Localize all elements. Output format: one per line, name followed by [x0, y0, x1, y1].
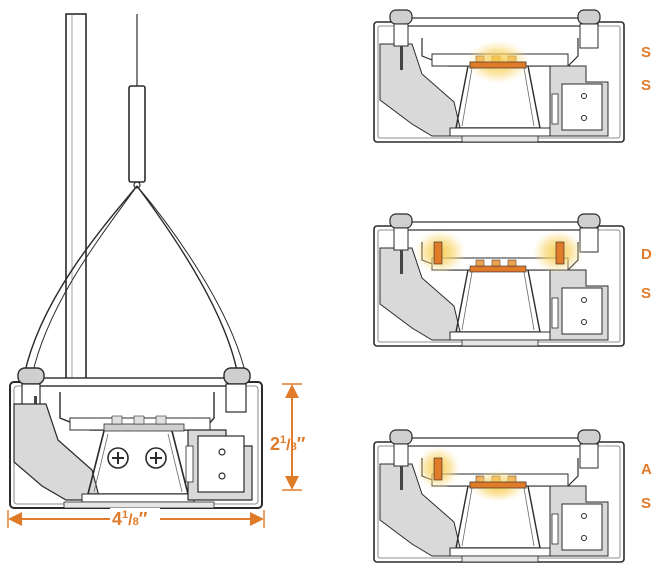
- fixture-variant-top: [373, 9, 625, 143]
- phillips-screw-icon: [107, 447, 129, 469]
- phillips-screw-icon: [145, 447, 167, 469]
- width-dimension: 41/8″: [7, 508, 265, 530]
- height-dimension: 21/8″: [270, 383, 306, 491]
- width-label: 41/8″: [112, 509, 148, 529]
- left-cable-anchor: [17, 367, 45, 385]
- y-cable-left: [23, 185, 138, 377]
- side-label-top-1: S: [641, 44, 652, 61]
- fixture-variant-bottom: [373, 429, 625, 563]
- mounting-pole: [65, 13, 87, 405]
- height-label: 21/8″: [270, 434, 306, 454]
- cable-gripper: [128, 85, 146, 183]
- fixture-variant-middle: [373, 213, 625, 347]
- side-label-top-2: S: [641, 77, 652, 94]
- driver-box: [197, 435, 245, 493]
- side-label-bottom-2: S: [641, 495, 652, 512]
- side-label-bottom-1: A: [641, 461, 652, 478]
- y-cable-right: [136, 185, 239, 377]
- main-fixture: [9, 13, 263, 509]
- side-label-middle-2: S: [641, 285, 652, 302]
- right-cable-anchor: [223, 367, 251, 385]
- side-label-middle-1: D: [641, 246, 652, 263]
